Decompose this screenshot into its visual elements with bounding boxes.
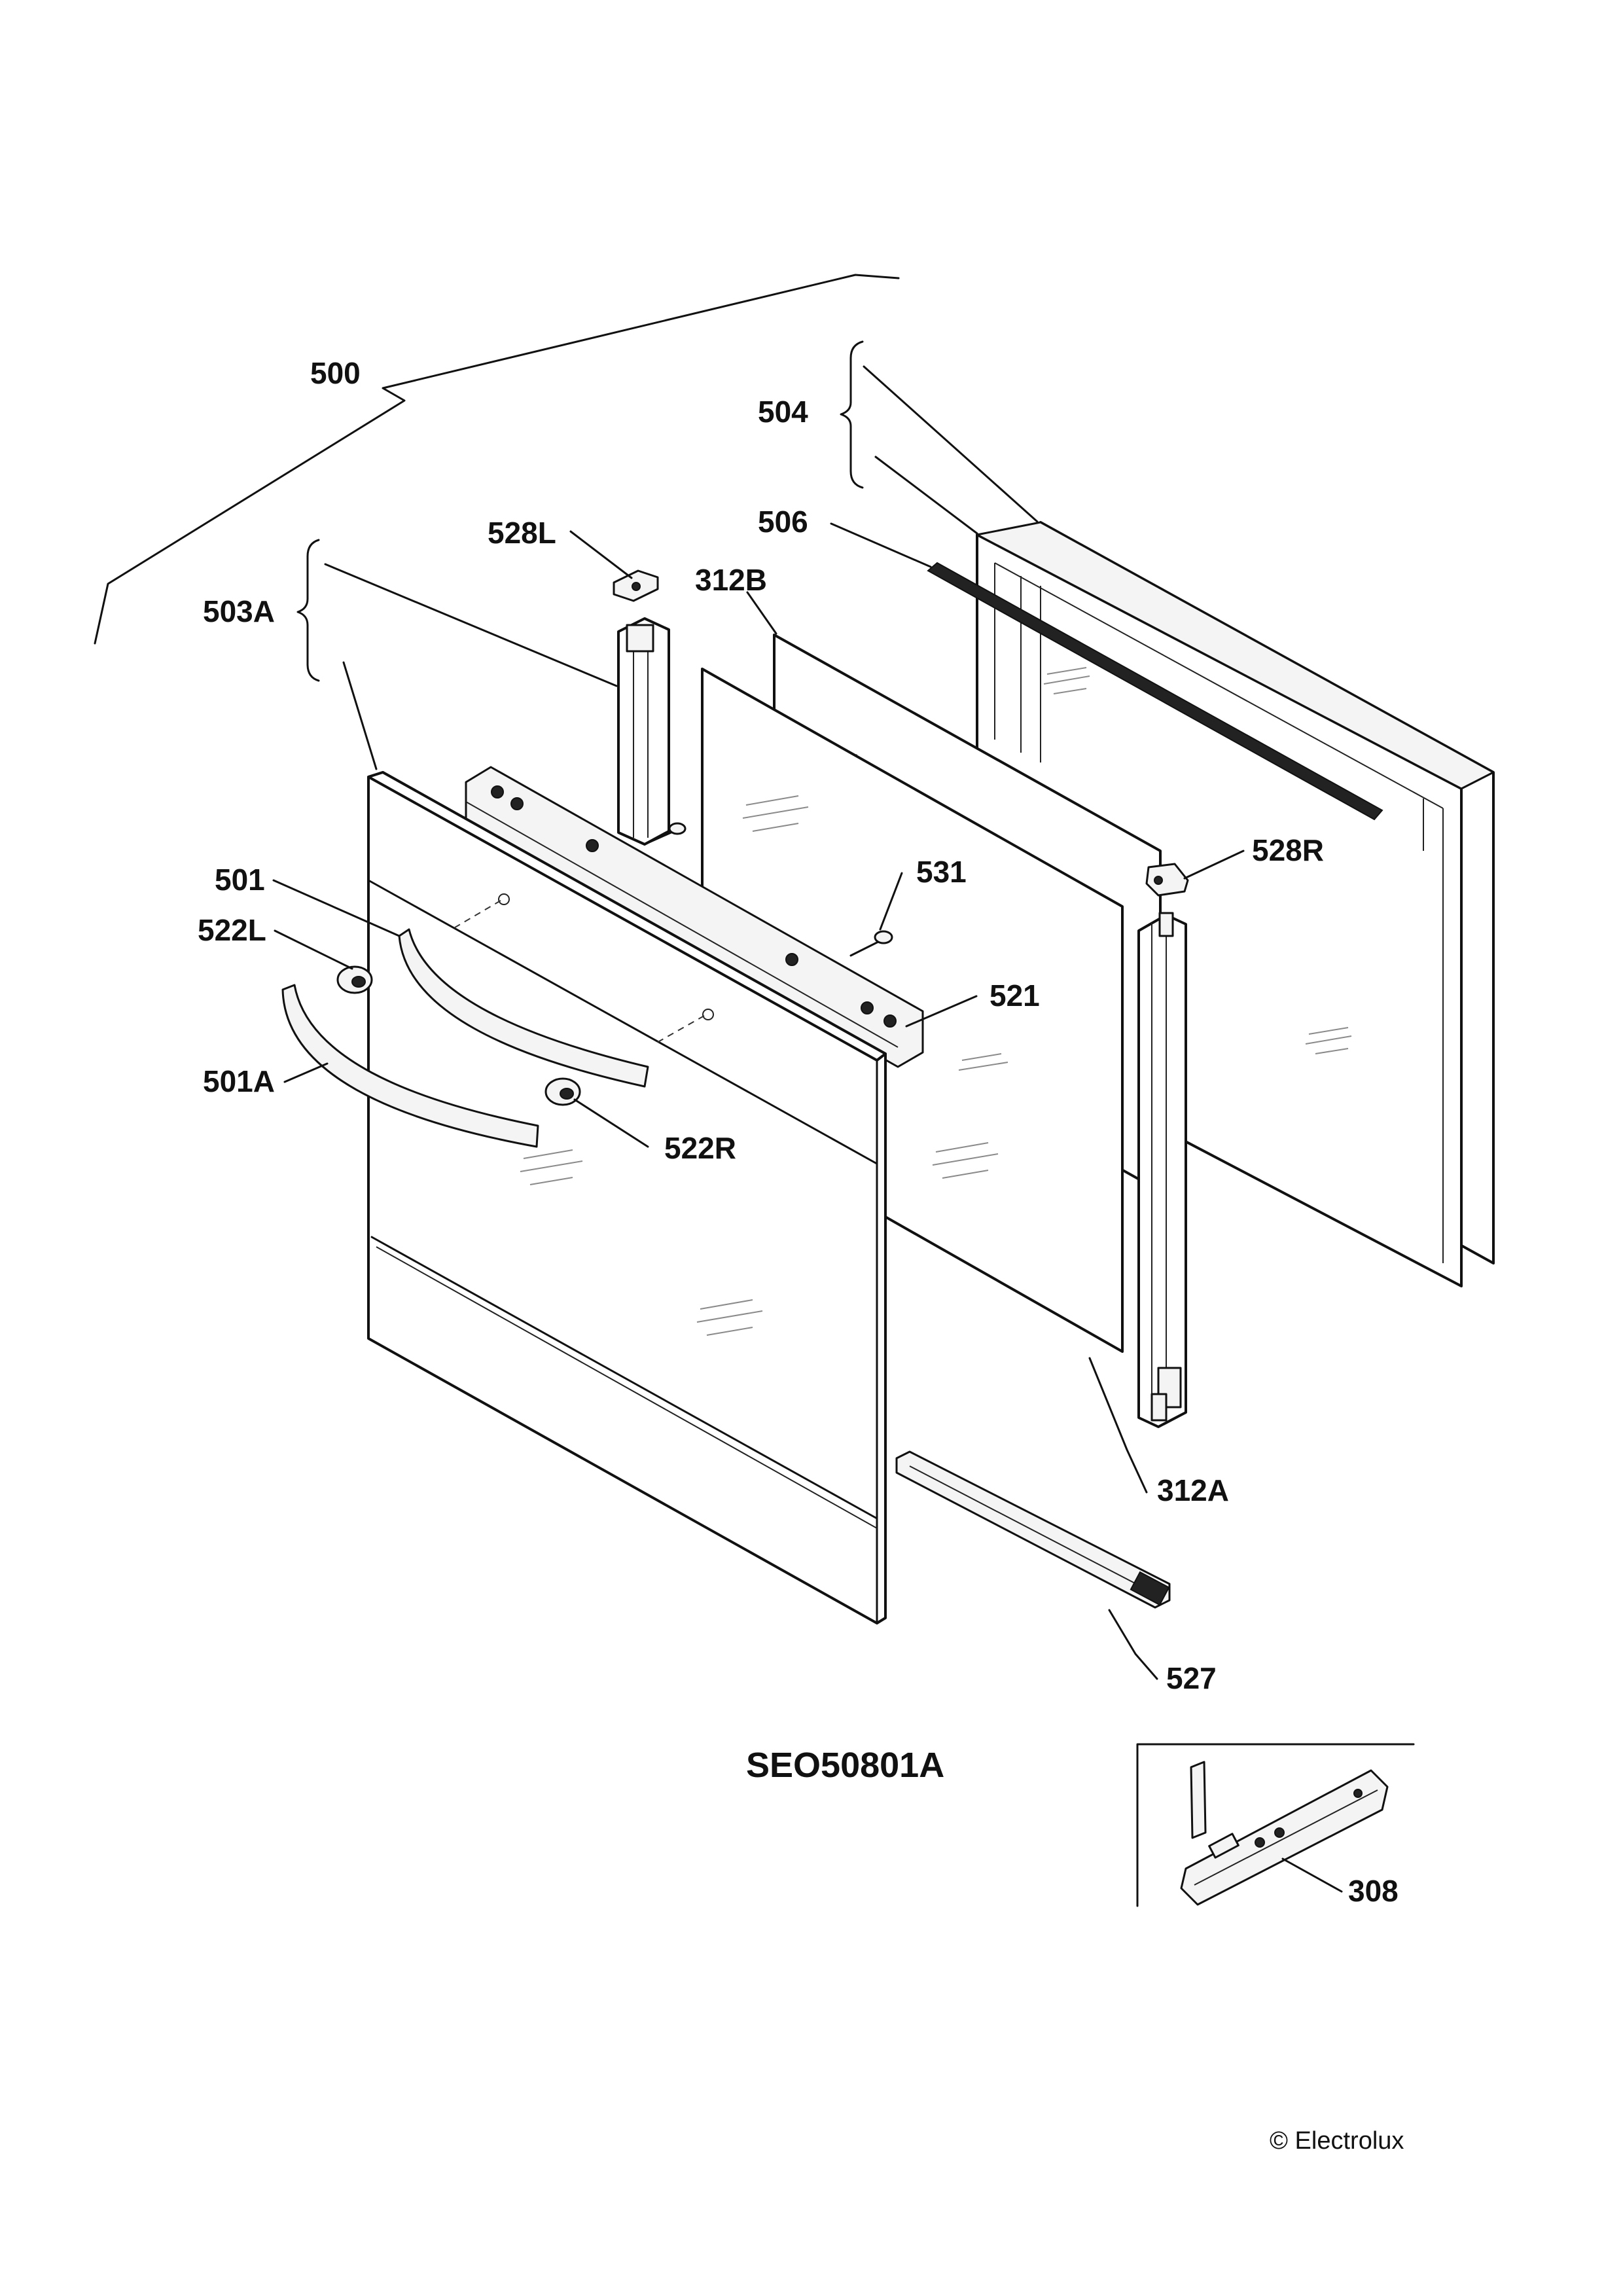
hinge-bracket-528r <box>1145 863 1189 897</box>
front-door-panel-503a <box>367 771 887 1624</box>
label-528l: 528L <box>488 516 556 550</box>
bottom-profile-527 <box>895 1450 1171 1609</box>
label-522l: 522L <box>198 913 266 947</box>
door-back-panel-504 <box>976 521 1495 1287</box>
label-531: 531 <box>916 855 967 889</box>
label-528r: 528R <box>1252 833 1324 867</box>
handle-bar-501 <box>398 928 649 1088</box>
left-side-profile <box>617 617 670 846</box>
label-506: 506 <box>758 505 808 539</box>
door-seal-506 <box>927 562 1383 821</box>
label-501: 501 <box>215 863 265 897</box>
handle-cap-522l <box>336 965 373 994</box>
screw-531 <box>849 930 893 957</box>
label-503a: 503A <box>203 594 275 628</box>
label-522r: 522R <box>664 1131 736 1165</box>
model-code: SEO50801A <box>746 1746 944 1785</box>
handle-bar-501a <box>281 984 539 1148</box>
right-side-profile <box>1137 912 1187 1428</box>
screw-upper <box>643 822 687 846</box>
label-504: 504 <box>758 395 808 429</box>
copyright-notice: © Electrolux <box>1270 2127 1404 2155</box>
hinge-clip-528l <box>613 569 659 602</box>
label-312a: 312A <box>1157 1473 1229 1507</box>
bracket-503a <box>296 539 320 682</box>
inset-detail-box <box>1136 1743 1415 1907</box>
handle-cap-522r <box>544 1077 581 1106</box>
bracket-504 <box>840 340 864 489</box>
label-312b: 312B <box>695 563 767 597</box>
label-500: 500 <box>310 356 361 390</box>
label-308: 308 <box>1348 1874 1399 1908</box>
label-501a: 501A <box>203 1064 275 1098</box>
label-527: 527 <box>1166 1661 1217 1695</box>
label-521: 521 <box>990 978 1040 1013</box>
assembly-line-500 <box>94 274 900 645</box>
